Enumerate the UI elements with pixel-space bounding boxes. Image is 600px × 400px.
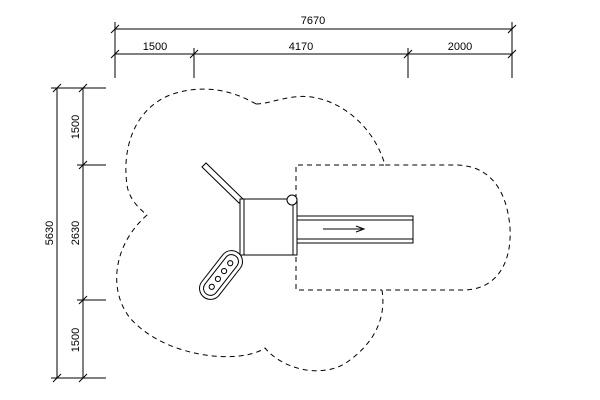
safety-zone-outline (116, 88, 511, 372)
total-width-label: 7670 (301, 15, 325, 27)
tick-mark (78, 295, 88, 305)
equipment (199, 162, 414, 300)
segment-bottom-label: 1500 (70, 328, 82, 352)
slide-runout-zone (295, 164, 384, 291)
climbing-panel (199, 250, 243, 300)
ladder-handrail (201, 162, 244, 204)
tick-mark (507, 24, 517, 34)
horizontal-dimensions: 7670 1500 4170 2000 (110, 15, 517, 78)
total-height-label: 5630 (44, 221, 56, 245)
segment-left-label: 1500 (143, 41, 167, 53)
tick-mark (189, 49, 199, 59)
tick-mark (507, 49, 517, 59)
vertical-dimensions: 5630 1500 2630 1500 (44, 83, 106, 383)
platform (239, 198, 298, 256)
post-knob (286, 194, 298, 206)
tick-mark (403, 49, 413, 59)
segment-center-label: 2630 (70, 221, 82, 245)
slide-direction-arrow-head (355, 225, 366, 233)
tick-mark (78, 83, 88, 93)
tick-mark (110, 24, 120, 34)
climbing-hold (227, 260, 234, 267)
climbing-hold (214, 275, 222, 283)
segment-right-label: 2000 (448, 41, 472, 53)
segment-middle-label: 4170 (289, 41, 313, 53)
tick-mark (52, 83, 62, 93)
climbing-hold (220, 267, 228, 275)
tick-mark (52, 373, 62, 383)
tick-mark (78, 160, 88, 170)
tick-mark (110, 49, 120, 59)
segment-top-label: 1500 (70, 115, 82, 139)
climbing-hold (208, 283, 215, 290)
tick-mark (78, 373, 88, 383)
